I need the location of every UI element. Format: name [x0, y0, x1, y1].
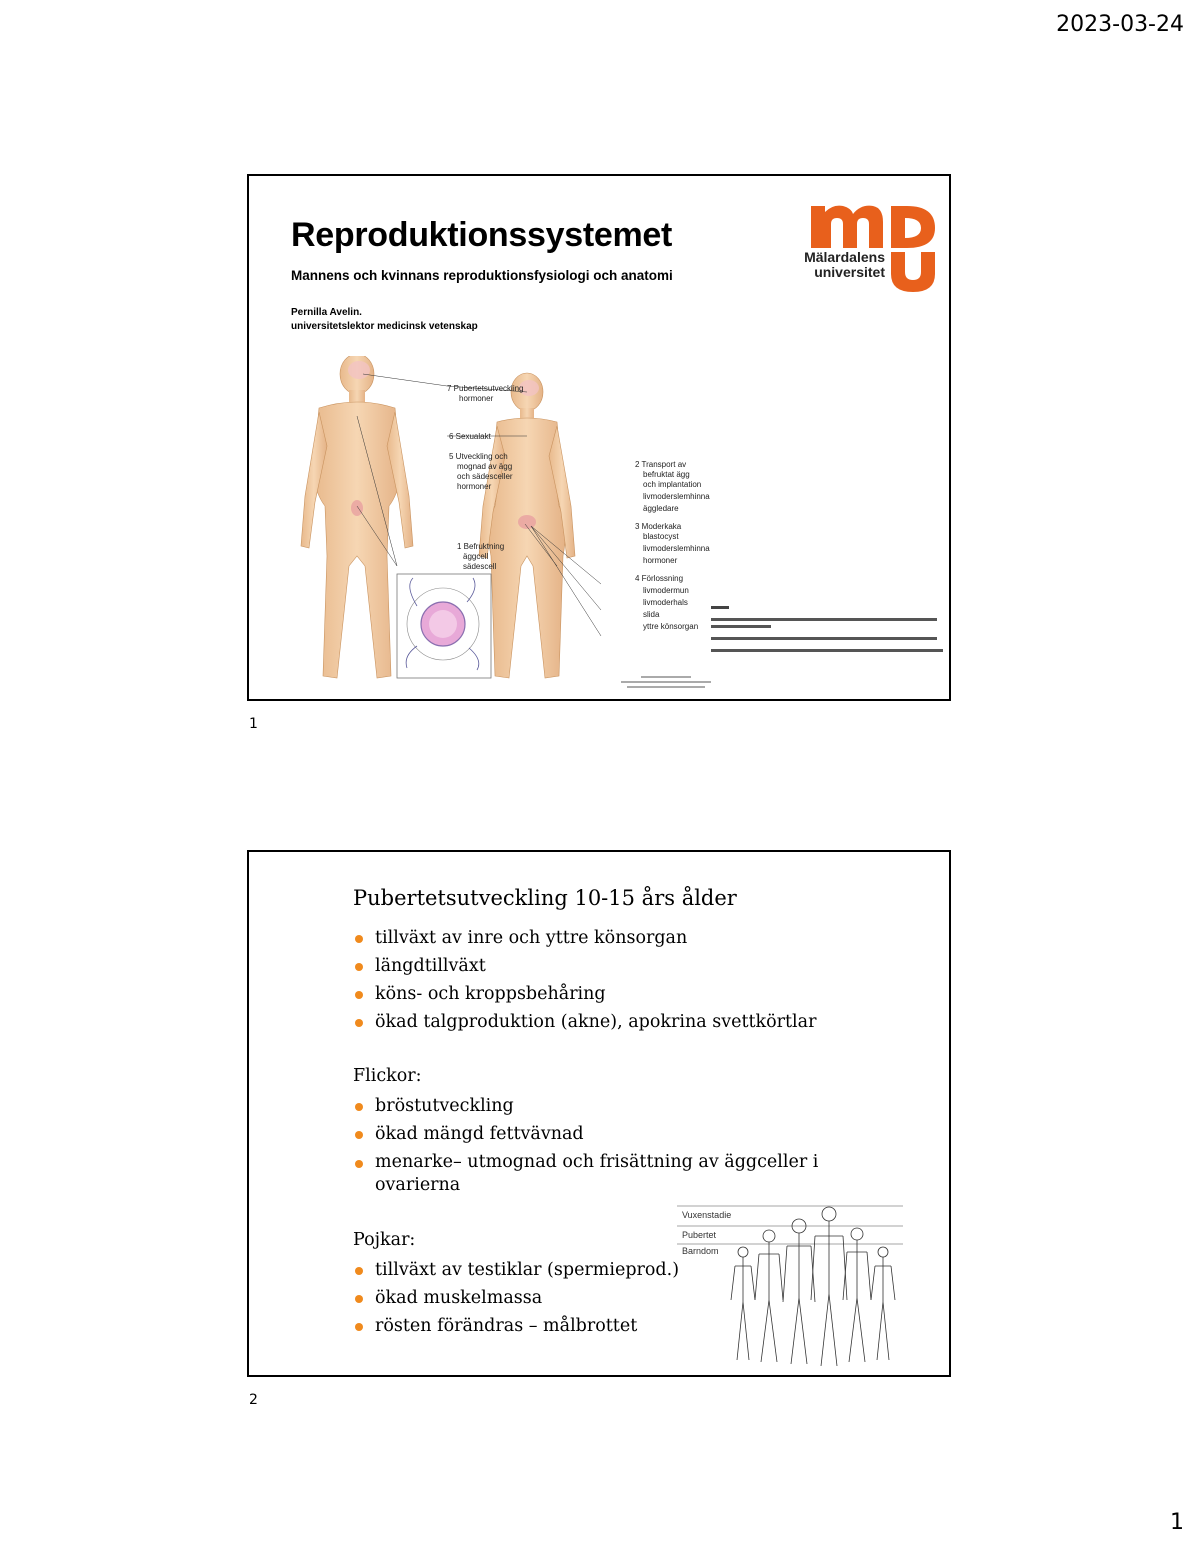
figure-label: hormoner [643, 556, 678, 565]
figure-label: blastocyst [643, 532, 679, 541]
figure-label: livmoderhals [643, 598, 688, 607]
growth-stages-illustration: Vuxenstadie Pubertet Barndom [677, 1202, 911, 1368]
boys-heading: Pojkar: [353, 1230, 416, 1250]
logo-line-1: Mälardalens [804, 249, 885, 265]
figure-label: 5 Utveckling och [449, 452, 508, 461]
figure-label: och implantation [643, 480, 702, 489]
logo-text: Mälardalens universitet [785, 250, 885, 280]
anatomy-illustration [300, 353, 602, 679]
figure-label: sädescell [463, 562, 497, 571]
mdu-logo-mark [811, 205, 935, 292]
slide-title: Pubertetsutveckling 10-15 års ålder [353, 886, 737, 910]
figure-credit [621, 676, 711, 688]
figure-label: mognad av ägg [457, 462, 513, 471]
figure-label: livmoderslemhinna [643, 544, 710, 553]
list-item: ökad mängd fettvävnad [353, 1120, 825, 1148]
figure-label: 4 Förlossning [635, 574, 684, 583]
figure-label: livmodermun [643, 586, 689, 595]
figure-label: slida [643, 610, 660, 619]
slide-number: 2 [249, 1392, 258, 1408]
figure-label: 1 Befruktning [457, 542, 505, 551]
figure-label: livmoderslemhinna [643, 492, 710, 501]
slide-subtitle: Mannens och kvinnans reproduktionsfysiol… [291, 268, 673, 283]
male-figure [300, 353, 414, 679]
figure-label: och sädesceller [457, 472, 513, 481]
reproduction-figure: 7 Pubertetsutveckling hormoner 6 Sexuala… [297, 353, 727, 696]
list-item: tillväxt av testiklar (spermieprod.) [353, 1256, 679, 1284]
university-logo: Mälardalens universitet [781, 202, 941, 294]
figure-label: hormoner [459, 394, 494, 403]
logo-line-2: universitet [814, 264, 885, 280]
figure-label: 2 Transport av [635, 460, 687, 469]
slide-title: Reproduktionssystemet [291, 216, 673, 254]
list-item: rösten förändras – målbrottet [353, 1312, 679, 1340]
stage-label-adult: Vuxenstadie [682, 1210, 732, 1220]
stage-label-puberty: Pubertet [682, 1230, 717, 1240]
author-role: universitetslektor medicinsk vetenskap [291, 321, 478, 332]
list-item: längdtillväxt [353, 952, 816, 980]
list-item: tillväxt av inre och yttre könsorgan [353, 924, 816, 952]
leader-lines [356, 373, 602, 637]
list-item: ökad muskelmassa [353, 1284, 679, 1312]
figure-label: yttre könsorgan [643, 622, 699, 631]
references-block [711, 606, 943, 652]
growth-figures [677, 1205, 903, 1367]
slide-1: Reproduktionssystemet Mannens och kvinna… [247, 174, 951, 701]
stage-label-childhood: Barndom [682, 1246, 719, 1256]
figure-label: äggledare [643, 504, 679, 513]
slide-2: Pubertetsutveckling 10-15 års ålder till… [247, 850, 951, 1377]
figure-label: hormoner [457, 482, 492, 491]
author-block: Pernilla Avelin. universitetslektor medi… [291, 306, 478, 334]
list-item: köns- och kroppsbehåring [353, 980, 816, 1008]
page-number: 1 [1170, 1510, 1184, 1535]
page-date: 2023-03-24 [1056, 12, 1184, 37]
general-list: tillväxt av inre och yttre könsorgan län… [353, 924, 816, 1036]
author-name: Pernilla Avelin. [291, 307, 362, 318]
girls-heading: Flickor: [353, 1066, 422, 1086]
list-item: ökad talgproduktion (akne), apokrina sve… [353, 1008, 816, 1036]
figure-label: 7 Pubertetsutveckling [447, 384, 524, 393]
boys-list: tillväxt av testiklar (spermieprod.) öka… [353, 1256, 679, 1340]
list-item: menarke– utmognad och frisättning av ägg… [353, 1148, 825, 1199]
fertilization-inset [396, 573, 492, 679]
list-item: bröstutveckling [353, 1092, 825, 1120]
slide-number: 1 [249, 716, 258, 732]
figure-label: 6 Sexualakt [449, 432, 491, 441]
girls-list: bröstutveckling ökad mängd fettvävnad me… [353, 1092, 825, 1199]
figure-label: äggcell [463, 552, 489, 561]
figure-label: 3 Moderkaka [635, 522, 682, 531]
figure-label: befruktat ägg [643, 470, 690, 479]
female-figure [478, 372, 576, 679]
